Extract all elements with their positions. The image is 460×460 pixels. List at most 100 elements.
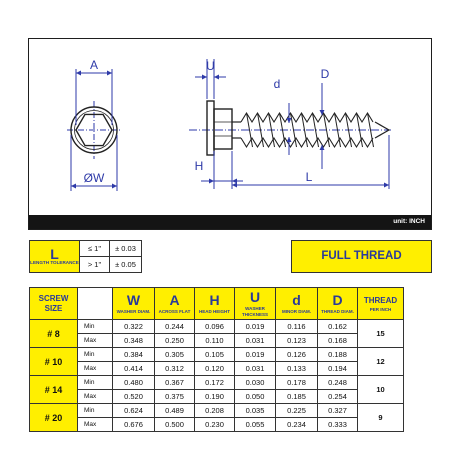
value-cell: 0.162 bbox=[317, 319, 358, 334]
value-cell: 0.333 bbox=[317, 417, 358, 432]
value-cell: 0.384 bbox=[112, 347, 155, 362]
value-cell: 0.248 bbox=[317, 375, 358, 390]
length-tolerance-table: L LENGTH TOLERANCE ≤ 1" ± 0.03 > 1" ± 0.… bbox=[29, 240, 142, 273]
max-label: Max bbox=[77, 417, 113, 432]
value-cell: 0.019 bbox=[234, 347, 276, 362]
value-cell: 0.190 bbox=[194, 389, 235, 404]
label-d-major: D bbox=[321, 67, 330, 81]
tolerance-label-cell: L LENGTH TOLERANCE bbox=[29, 240, 80, 273]
value-cell: 0.230 bbox=[194, 417, 235, 432]
value-cell: 0.105 bbox=[194, 347, 235, 362]
screw-size-cell: # 20 bbox=[29, 403, 78, 432]
value-cell: 0.520 bbox=[112, 389, 155, 404]
tolerance-row: L LENGTH TOLERANCE ≤ 1" ± 0.03 bbox=[29, 240, 142, 273]
screw-size-cell: # 8 bbox=[29, 319, 78, 348]
tolerance-condition: ≤ 1" bbox=[79, 240, 110, 257]
unit-note: unit: INCH bbox=[29, 215, 431, 229]
thread-body bbox=[240, 111, 391, 149]
label-u: U bbox=[206, 59, 215, 73]
tolerance-row: > 1" ± 0.05 bbox=[30, 256, 142, 273]
value-cell: 0.096 bbox=[194, 319, 235, 334]
value-cell: 0.133 bbox=[275, 361, 318, 376]
washer-side bbox=[206, 100, 215, 156]
tolerance-value: ± 0.03 bbox=[109, 240, 142, 257]
value-cell: 0.348 bbox=[112, 333, 155, 348]
screw-size-cell: # 10 bbox=[29, 347, 78, 376]
thread-per-inch-cell: 15 bbox=[357, 319, 404, 348]
value-cell: 0.031 bbox=[234, 361, 276, 376]
value-cell: 0.414 bbox=[112, 361, 155, 376]
label-a: A bbox=[90, 58, 98, 72]
value-cell: 0.050 bbox=[234, 389, 276, 404]
max-label: Max bbox=[77, 333, 113, 348]
value-cell: 0.244 bbox=[154, 319, 195, 334]
value-cell: 0.312 bbox=[154, 361, 195, 376]
value-cell: 0.305 bbox=[154, 347, 195, 362]
value-cell: 0.624 bbox=[112, 403, 155, 418]
min-label: Min bbox=[77, 375, 113, 390]
dimension-d-major: D bbox=[319, 67, 330, 169]
max-label: Max bbox=[77, 389, 113, 404]
value-cell: 0.168 bbox=[317, 333, 358, 348]
full-thread-badge: FULL THREAD bbox=[291, 240, 432, 273]
tolerance-value: ± 0.05 bbox=[109, 256, 142, 273]
tolerance-condition: > 1" bbox=[79, 256, 110, 273]
label-d-minor: d bbox=[274, 77, 281, 91]
hex-head-outline bbox=[75, 113, 113, 147]
value-cell: 0.250 bbox=[154, 333, 195, 348]
max-label: Max bbox=[77, 361, 113, 376]
value-cell: 0.055 bbox=[234, 417, 276, 432]
value-cell: 0.489 bbox=[154, 403, 195, 418]
label-h: H bbox=[195, 159, 204, 173]
value-cell: 0.185 bbox=[275, 389, 318, 404]
screw-size-cell: # 14 bbox=[29, 375, 78, 404]
screw-drawing: A ØW bbox=[67, 58, 391, 191]
value-cell: 0.254 bbox=[317, 389, 358, 404]
dimension-a: A bbox=[75, 58, 113, 125]
hex-side bbox=[213, 108, 233, 150]
value-cell: 0.110 bbox=[194, 333, 235, 348]
tolerance-sublabel: LENGTH TOLERANCE bbox=[30, 260, 79, 266]
min-label: Min bbox=[77, 347, 113, 362]
thread-per-inch-cell: 12 bbox=[357, 347, 404, 376]
value-cell: 0.123 bbox=[275, 333, 318, 348]
header-blank bbox=[77, 287, 113, 320]
header-screw-size: SCREW SIZE bbox=[29, 287, 78, 320]
label-w: ØW bbox=[84, 171, 105, 185]
dimension-d-minor: d bbox=[274, 77, 292, 155]
value-cell: 0.031 bbox=[234, 333, 276, 348]
dimension-u: U bbox=[195, 59, 226, 99]
value-cell: 0.234 bbox=[275, 417, 318, 432]
value-cell: 0.500 bbox=[154, 417, 195, 432]
drawing-panel: A ØW bbox=[28, 38, 432, 230]
head-top-view bbox=[67, 101, 121, 159]
value-cell: 0.178 bbox=[275, 375, 318, 390]
value-cell: 0.480 bbox=[112, 375, 155, 390]
value-cell: 0.172 bbox=[194, 375, 235, 390]
value-cell: 0.120 bbox=[194, 361, 235, 376]
tolerance-letter: L bbox=[50, 245, 59, 262]
value-cell: 0.116 bbox=[275, 319, 318, 334]
dimension-l: L bbox=[231, 135, 390, 189]
value-cell: 0.188 bbox=[317, 347, 358, 362]
screw-side-view bbox=[189, 100, 391, 156]
value-cell: 0.030 bbox=[234, 375, 276, 390]
value-cell: 0.322 bbox=[112, 319, 155, 334]
value-cell: 0.676 bbox=[112, 417, 155, 432]
value-cell: 0.208 bbox=[194, 403, 235, 418]
min-label: Min bbox=[77, 403, 113, 418]
